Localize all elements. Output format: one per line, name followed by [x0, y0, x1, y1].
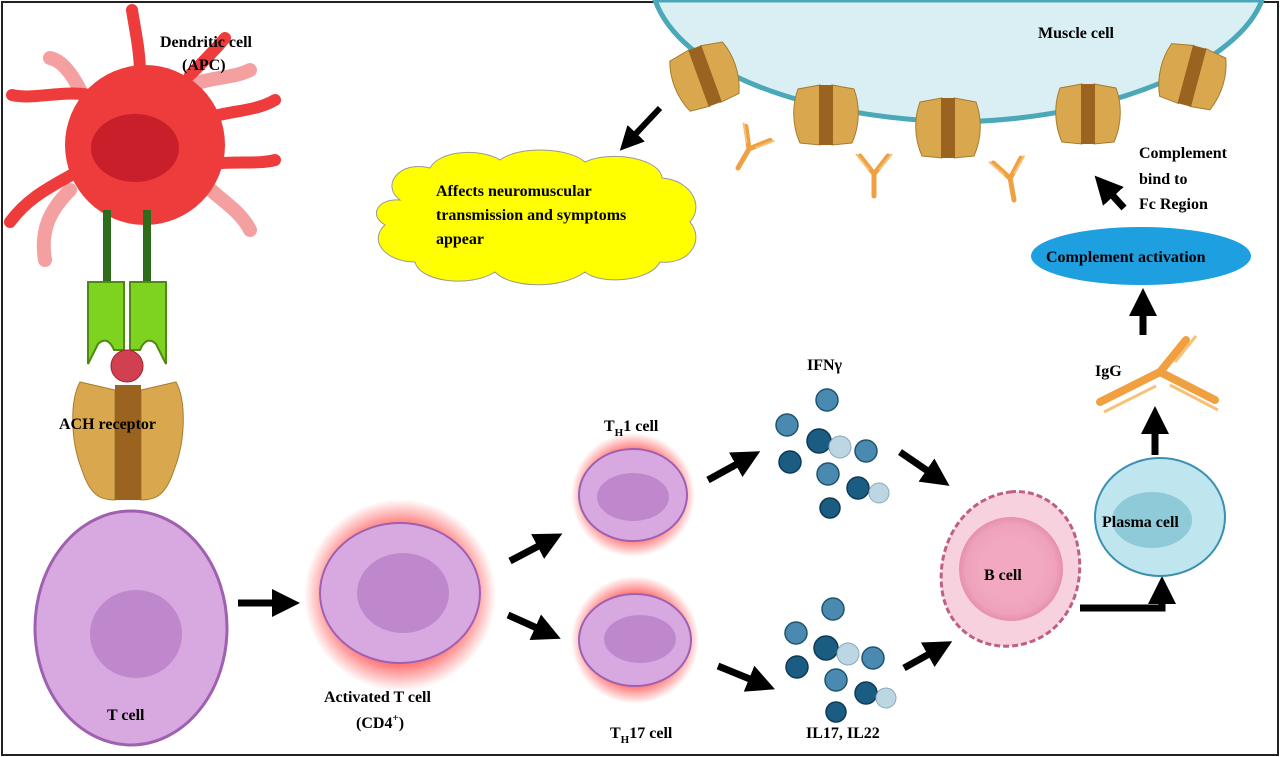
dendritic-label-line2: (APC): [182, 57, 226, 74]
complement-bind-line2: bind to: [1139, 171, 1187, 188]
arrow-il-to-bcell: [902, 641, 953, 672]
arrow-complement-to-muscle: [1094, 175, 1127, 211]
th17-label: TH17 cell: [610, 725, 673, 746]
ach-receptor-label: ACH receptor: [59, 416, 156, 433]
arrow-bcell-to-plasma: [1080, 576, 1176, 612]
t-cell-label: T cell: [107, 707, 145, 724]
complement-activation-ellipse: [1031, 227, 1251, 285]
effect-line2: transmission and symptoms: [436, 207, 626, 224]
igg-label: IgG: [1095, 363, 1122, 380]
activated-t-cell: [304, 499, 496, 691]
plasma-cell-label: Plasma cell: [1102, 514, 1179, 531]
activated-label-line2: (CD4+): [356, 712, 404, 732]
ifn-label: IFNγ: [807, 357, 843, 374]
th1-cell: [571, 433, 695, 557]
muscle-cell-label: Muscle cell: [1038, 25, 1115, 42]
arrow-th1-to-ifn: [706, 451, 761, 484]
igg-antibody: [1096, 335, 1219, 414]
t-cell: [33, 509, 229, 747]
th1-label: TH1 cell: [604, 418, 659, 439]
b-cell-label: B cell: [984, 567, 1022, 584]
arrow-ifn-to-bcell: [898, 449, 950, 486]
complement-bind-line1: Complement: [1139, 145, 1228, 162]
complement-bind-line3: Fc Region: [1139, 196, 1208, 213]
il-label: IL17, IL22: [806, 725, 880, 742]
il-cytokines: [784, 597, 897, 723]
activated-label-line1: Activated T cell: [324, 689, 432, 706]
muscle-cell: [652, 0, 1265, 203]
b-cell: [939, 490, 1082, 648]
mhc-complex: [72, 210, 184, 501]
dendritic-cell: [4, 4, 281, 267]
plasma-cell: [1094, 457, 1226, 577]
th17-cell: [571, 576, 699, 704]
arrow-activated-to-th17: [506, 611, 561, 641]
arrow-th17-to-il: [716, 662, 775, 692]
effect-cloud: [375, 149, 697, 286]
dendritic-label-line1: Dendritic cell: [160, 34, 253, 51]
effect-line3: appear: [436, 231, 484, 248]
arrow-muscle-to-effect: [619, 105, 663, 151]
effect-line1: Affects neuromuscular: [436, 183, 592, 200]
ifn-cytokines: [775, 388, 890, 519]
arrow-activated-to-th1: [508, 533, 563, 565]
complement-activation-label: Complement activation: [1046, 249, 1206, 266]
